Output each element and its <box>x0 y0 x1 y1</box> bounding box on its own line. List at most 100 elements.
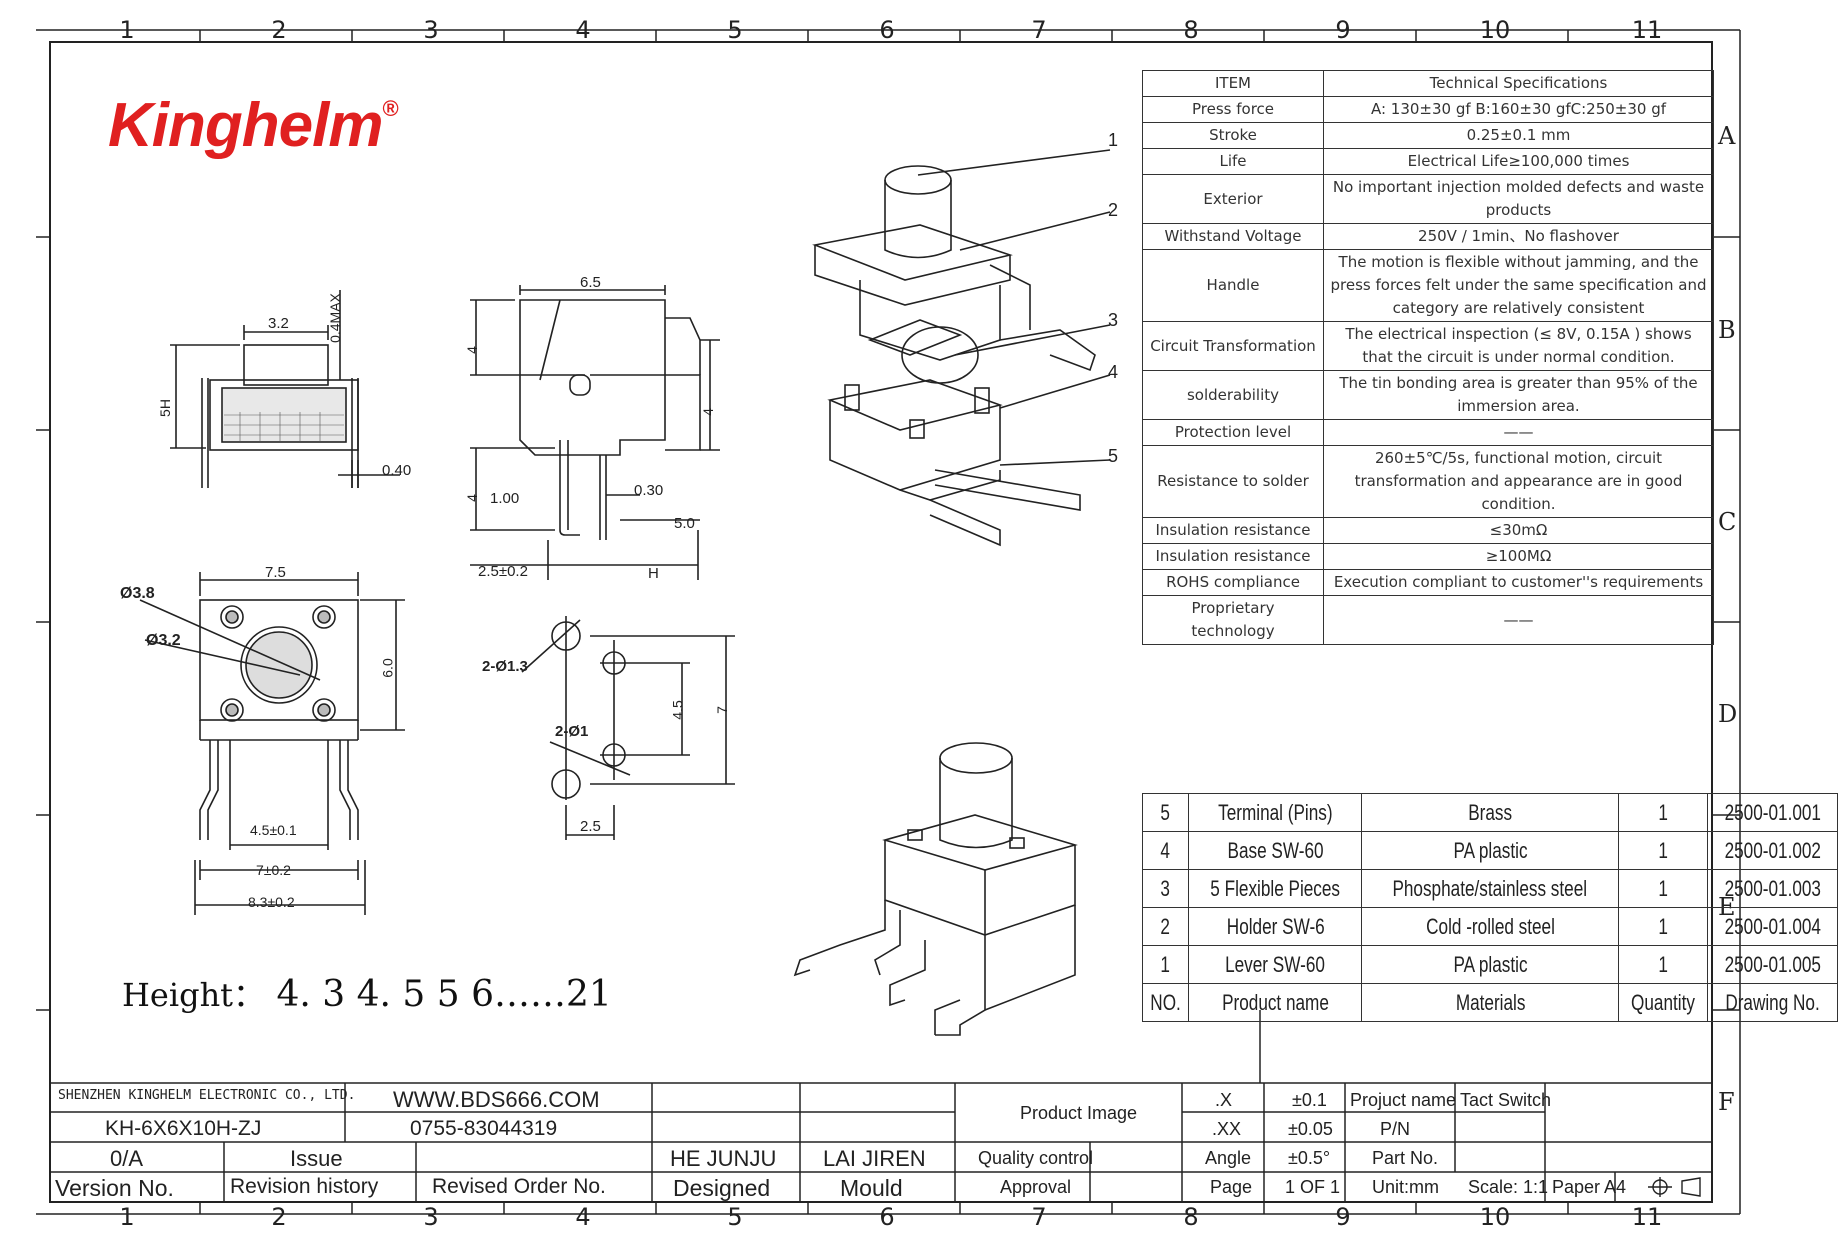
designed-label: Designed <box>673 1175 771 1201</box>
project-name-label: Projuct name <box>1350 1090 1457 1110</box>
bom-qty-text: 1 <box>1658 799 1668 825</box>
unit-label: Unit:mm <box>1372 1177 1439 1197</box>
dim-pcb-b: 2-Ø1 <box>555 723 589 740</box>
col-label-2: 2 <box>271 16 287 44</box>
dim-front-d1: Ø3.8 <box>120 585 155 602</box>
table-row: Insulation resistance≥100MΩ <box>1142 543 1714 570</box>
bom-header-drawing-text: Drawing No. <box>1725 989 1820 1015</box>
bom-table: 5 Terminal (Pins) Brass 1 2500-01.001 4 … <box>1141 793 1838 1022</box>
spec-value: A: 130±30 gf B:160±30 gfC:250±30 gf <box>1323 96 1714 123</box>
dim-side-d3: 5.0 <box>674 515 695 532</box>
spec-item: Exterior <box>1142 174 1324 224</box>
bom-drawing: 2500-01.005 <box>1706 945 1838 984</box>
height-values: 4. 3 4. 5 5 6……21 <box>276 974 612 1015</box>
col-label-bottom-9: 9 <box>1335 1203 1351 1231</box>
spec-item: Handle <box>1142 249 1324 322</box>
col-label-8: 8 <box>1183 16 1199 44</box>
top-view-drawing <box>170 290 400 488</box>
bom-no: 5 <box>1141 793 1190 832</box>
spec-item: Circuit Transformation <box>1142 321 1324 371</box>
tolerance-xx-label: .XX <box>1212 1119 1242 1139</box>
bom-header-material-text: Materials <box>1455 989 1525 1015</box>
projection-symbol-icon <box>1648 1177 1701 1197</box>
bom-drawing-text: 2500-01.002 <box>1724 837 1821 863</box>
table-row: 3 5 Flexible Pieces Phosphate/stainless … <box>1141 869 1838 908</box>
dim-pcb-h2: 7 <box>713 706 730 714</box>
part-number: KH-6X6X10H-ZJ <box>105 1117 262 1140</box>
tolerance-xx-value: ±0.05 <box>1288 1119 1333 1139</box>
col-label-bottom-8: 8 <box>1183 1203 1199 1231</box>
bom-header-product-text: Product name <box>1221 989 1329 1015</box>
assembled-view-drawing <box>793 742 1078 1036</box>
table-row: 5 Terminal (Pins) Brass 1 2500-01.001 <box>1141 793 1838 832</box>
bom-header-material: Materials <box>1361 983 1619 1022</box>
row-label-a: A <box>1718 122 1736 150</box>
bom-no: 1 <box>1141 945 1190 984</box>
col-label-bottom-6: 6 <box>879 1203 895 1231</box>
spec-value: —— <box>1323 419 1714 446</box>
bom-qty-text: 1 <box>1658 951 1668 977</box>
bom-material-text: Cold -rolled steel <box>1425 913 1555 939</box>
part-callout-2: 2 <box>1108 200 1119 220</box>
bom-product-text: 5 Flexible Pieces <box>1210 875 1341 901</box>
exploded-view-drawing <box>812 149 1111 547</box>
dim-side-d2: 0.30 <box>634 482 664 499</box>
col-label-bottom-2: 2 <box>271 1203 287 1231</box>
row-label-d: D <box>1718 700 1738 728</box>
bom-material: PA plastic <box>1361 831 1619 870</box>
mould-label: Mould <box>840 1175 903 1201</box>
col-label-10: 10 <box>1479 16 1511 44</box>
angle-value: ±0.5° <box>1288 1148 1331 1168</box>
dim-side-h2: 4 <box>463 494 480 502</box>
bom-drawing-text: 2500-01.001 <box>1724 799 1821 825</box>
bom-qty-text: 1 <box>1658 837 1668 863</box>
spec-value: The electrical inspection (≤ 8V, 0.15A )… <box>1323 321 1714 371</box>
spec-item: solderability <box>1142 370 1324 420</box>
website: WWW.BDS666.COM <box>393 1087 600 1112</box>
bom-material-text: Phosphate/stainless steel <box>1392 875 1588 901</box>
dim-front-width: 7.5 <box>265 564 286 581</box>
height-label: Height： <box>122 976 266 1014</box>
dim-top-width: 3.2 <box>268 315 289 332</box>
bom-header-product: Product name <box>1188 983 1363 1022</box>
spec-item: Life <box>1142 148 1324 175</box>
table-row: Proprietary technology—— <box>1142 595 1714 645</box>
spec-header-item: ITEM <box>1142 70 1324 97</box>
bom-no-text: 4 <box>1160 837 1171 863</box>
spec-value: The tin bonding area is greater than 95%… <box>1323 370 1714 420</box>
bom-drawing: 2500-01.003 <box>1706 869 1838 908</box>
spec-value: 250V / 1min、No flashover <box>1323 223 1714 250</box>
bom-product: 5 Flexible Pieces <box>1188 869 1363 908</box>
col-label-bottom-10: 10 <box>1479 1203 1511 1231</box>
bom-header-drawing: Drawing No. <box>1706 983 1838 1022</box>
dim-front-d2: Ø3.2 <box>146 632 181 649</box>
spec-value: —— <box>1323 595 1714 645</box>
bom-qty: 1 <box>1617 831 1708 870</box>
dim-side-d1: 1.00 <box>490 490 520 507</box>
dim-side-d4: 2.5±0.2 <box>478 563 528 580</box>
bom-material-text: PA plastic <box>1453 837 1528 863</box>
col-label-11: 11 <box>1631 16 1663 44</box>
row-label-b: B <box>1718 316 1736 344</box>
bom-no-text: 2 <box>1160 913 1171 939</box>
spec-item: Insulation resistance <box>1142 543 1324 570</box>
tolerance-x-label: .X <box>1215 1090 1233 1110</box>
bom-drawing: 2500-01.002 <box>1706 831 1838 870</box>
bom-header-no: NO. <box>1141 983 1190 1022</box>
spec-item: Press force <box>1142 96 1324 123</box>
company-name: SHENZHEN KINGHELM ELECTRONIC CO., LTD. <box>58 1088 356 1103</box>
spec-value: The motion is flexible without jamming, … <box>1323 249 1714 322</box>
col-label-bottom-4: 4 <box>575 1203 591 1231</box>
bom-drawing-text: 2500-01.004 <box>1724 913 1821 939</box>
dim-top-pin: 0.40 <box>382 462 412 479</box>
issue-value: Issue <box>290 1146 343 1171</box>
bom-header-qty: Quantity <box>1617 983 1708 1022</box>
bom-qty: 1 <box>1617 907 1708 946</box>
col-label-5: 5 <box>727 16 743 44</box>
